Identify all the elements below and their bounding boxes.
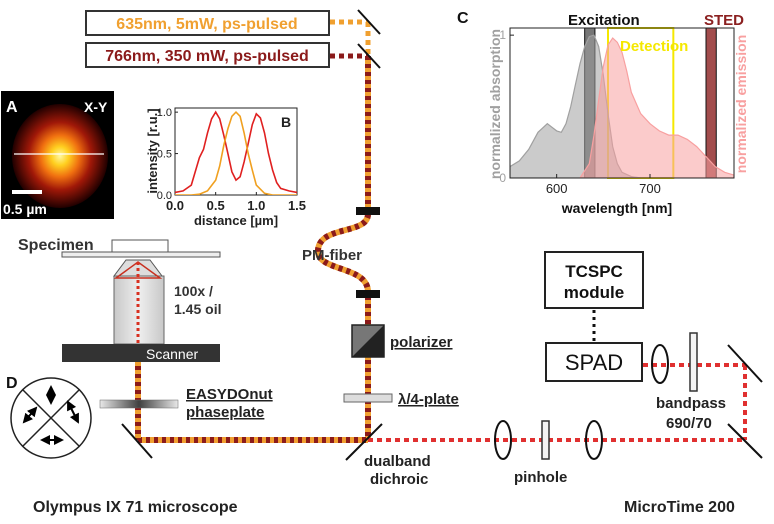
arrow-right [67,400,79,424]
panel-c-xlabel: wavelength [nm] [561,200,672,216]
emission-spectrum [579,37,734,178]
laser-766-box: 766nm, 350 mW, ps-pulsed [85,42,330,68]
pinhole-plate [541,420,550,460]
phaseplate-label-2: phaseplate [186,404,264,421]
panel-d: D [6,375,92,459]
dichroic-label-1: dualband [364,453,431,470]
quarter-wave-label: λ/4-plate [398,391,459,408]
fiber-coupler-bottom [356,290,380,298]
quarter-wave-plate: λ/4-plate [343,391,459,408]
tcspc-label-1: TCSPC [565,262,623,281]
lens-3 [651,344,669,384]
dichroic-label-2: dichroic [370,471,428,488]
laser-766-label: 766nm, 350 mW, ps-pulsed [105,48,309,65]
phaseplate [99,399,179,409]
profile-line-1 [175,110,297,195]
pinhole-label: pinhole [514,469,567,486]
specimen-stage [61,251,221,258]
panel-b-letter: B [281,114,291,130]
objective-label-1: 100x / [174,283,213,299]
panel-b-ytick: 1.0 [157,107,172,119]
scalebar-label: 0.5 µm [3,201,47,217]
dichroic-mirror [345,423,383,461]
phaseplate-label-1: EASYDOnut [186,386,273,403]
panel-b-frame [174,107,298,196]
panel-c-xtick: 700 [639,181,661,196]
panel-b-xtick: 1.5 [288,198,306,213]
bandpass-label-2: 690/70 [666,415,712,432]
panel-c-xtick: 600 [546,181,568,196]
arrow-left [22,406,38,424]
panel-b-ytick: 0.5 [157,149,172,161]
pm-fiber-label: PM-fiber [302,247,362,264]
detection-optics: pinhole bandpass 690/70 [494,332,726,486]
sted-label: STED [704,12,744,29]
mirror-detection-2 [727,344,763,383]
panel-b-chart: B intensity [r.u.] distance [µm] 0.0 0.5 1… [145,107,306,228]
fiber-coupler-top [356,207,380,215]
panel-c-ytick: 0 [499,171,506,185]
psf-spot [12,104,108,208]
polarizer: polarizer [351,324,453,358]
panel-c-ylabel-right: normalized emission [733,35,749,173]
panel-c-ytick: 1 [499,28,506,42]
polarizer-label: polarizer [390,334,453,351]
panel-d-letter: D [6,375,18,392]
tcspc-label-2: module [564,283,624,302]
tcspc-box: TCSPC module [544,251,644,309]
panel-a-letter: A [6,99,18,116]
spad-box: SPAD [545,342,643,382]
microtime-caption: MicroTime 200 [624,499,735,516]
microscope: Specimen 100x / 1.45 oil Scanner EASYDOn… [18,237,273,421]
panel-b-xtick: 1.0 [247,198,265,213]
panel-a: A X-Y 0.5 µm [1,91,114,219]
panel-a-view: X-Y [84,99,108,115]
panel-b-ytick: 0.0 [157,190,172,202]
panel-c-letter: C [457,10,469,27]
panel-b-xtick: 0.5 [207,198,225,213]
laser-635-box: 635nm, 5mW, ps-pulsed [85,10,330,36]
panel-c-ylabel-left: normalized absorption [487,29,503,179]
lens-1 [494,420,512,460]
mirrors [121,9,763,461]
panel-b-xtick: 0.0 [166,198,184,213]
panel-b-ylabel: intensity [r.u.] [145,108,160,193]
mirror-1 [357,9,381,35]
mirror-microscope [121,423,153,459]
specimen-slide [111,239,169,253]
laser-635-label: 635nm, 5mW, ps-pulsed [116,16,297,33]
lens-2 [585,420,603,460]
bandpass-filter [689,332,698,392]
scanner-label: Scanner [146,346,198,362]
excitation-label: Excitation [568,12,640,29]
panel-b-xlabel: distance [µm] [194,213,278,228]
objective-label-2: 1.45 oil [174,301,221,317]
panel-c-frame [509,27,735,179]
sted-band [705,27,717,179]
detection-label: Detection [620,38,688,55]
panel-c-chart: 600 700 0 1 C Excitation Detection STED wav… [457,10,749,216]
bandpass-label-1: bandpass [656,395,726,412]
profile-line-0 [175,110,297,194]
microscope-caption: Olympus IX 71 microscope [33,499,238,516]
mirror-detection-1 [727,423,763,459]
mirror-2 [357,43,381,69]
spad-label: SPAD [565,350,623,375]
scanner-block [62,344,220,362]
specimen-label: Specimen [18,237,94,254]
